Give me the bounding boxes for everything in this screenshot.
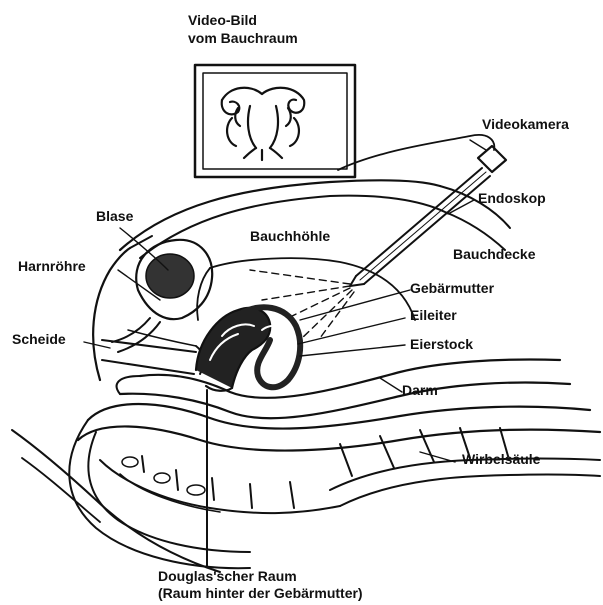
- label-spine: Wirbelsäule: [462, 451, 540, 468]
- label-vagina: Scheide: [12, 331, 66, 348]
- uterus-ovary-cluster: [196, 307, 300, 391]
- label-fallopian-tube: Eileiter: [410, 307, 457, 324]
- label-bladder: Blase: [96, 208, 133, 225]
- monitor-caption-line1: Video-Bild: [188, 12, 257, 29]
- label-camera: Videokamera: [482, 116, 569, 133]
- label-abdominal-wall: Bauchdecke: [453, 246, 535, 263]
- video-monitor: [195, 65, 355, 177]
- endoscope: [350, 168, 490, 286]
- label-ovary: Eierstock: [410, 336, 473, 353]
- body-outline: [93, 248, 130, 380]
- monitor-image: [222, 88, 305, 160]
- label-abdominal-cavity: Bauchhöhle: [250, 228, 330, 245]
- label-douglas-line2: (Raum hinter der Gebärmutter): [158, 585, 363, 602]
- monitor-caption-line2: vom Bauchraum: [188, 30, 298, 47]
- label-urethra: Harnröhre: [18, 258, 86, 275]
- label-uterus: Gebärmutter: [410, 280, 494, 297]
- label-douglas-line1: Douglas'scher Raum: [158, 568, 297, 585]
- abdominal-wall-inner: [140, 196, 505, 258]
- label-endoscope: Endoskop: [478, 190, 546, 207]
- label-intestine: Darm: [402, 382, 438, 399]
- intestine-lower: [120, 383, 570, 419]
- spine: [69, 404, 600, 568]
- leg-outline: [12, 430, 220, 572]
